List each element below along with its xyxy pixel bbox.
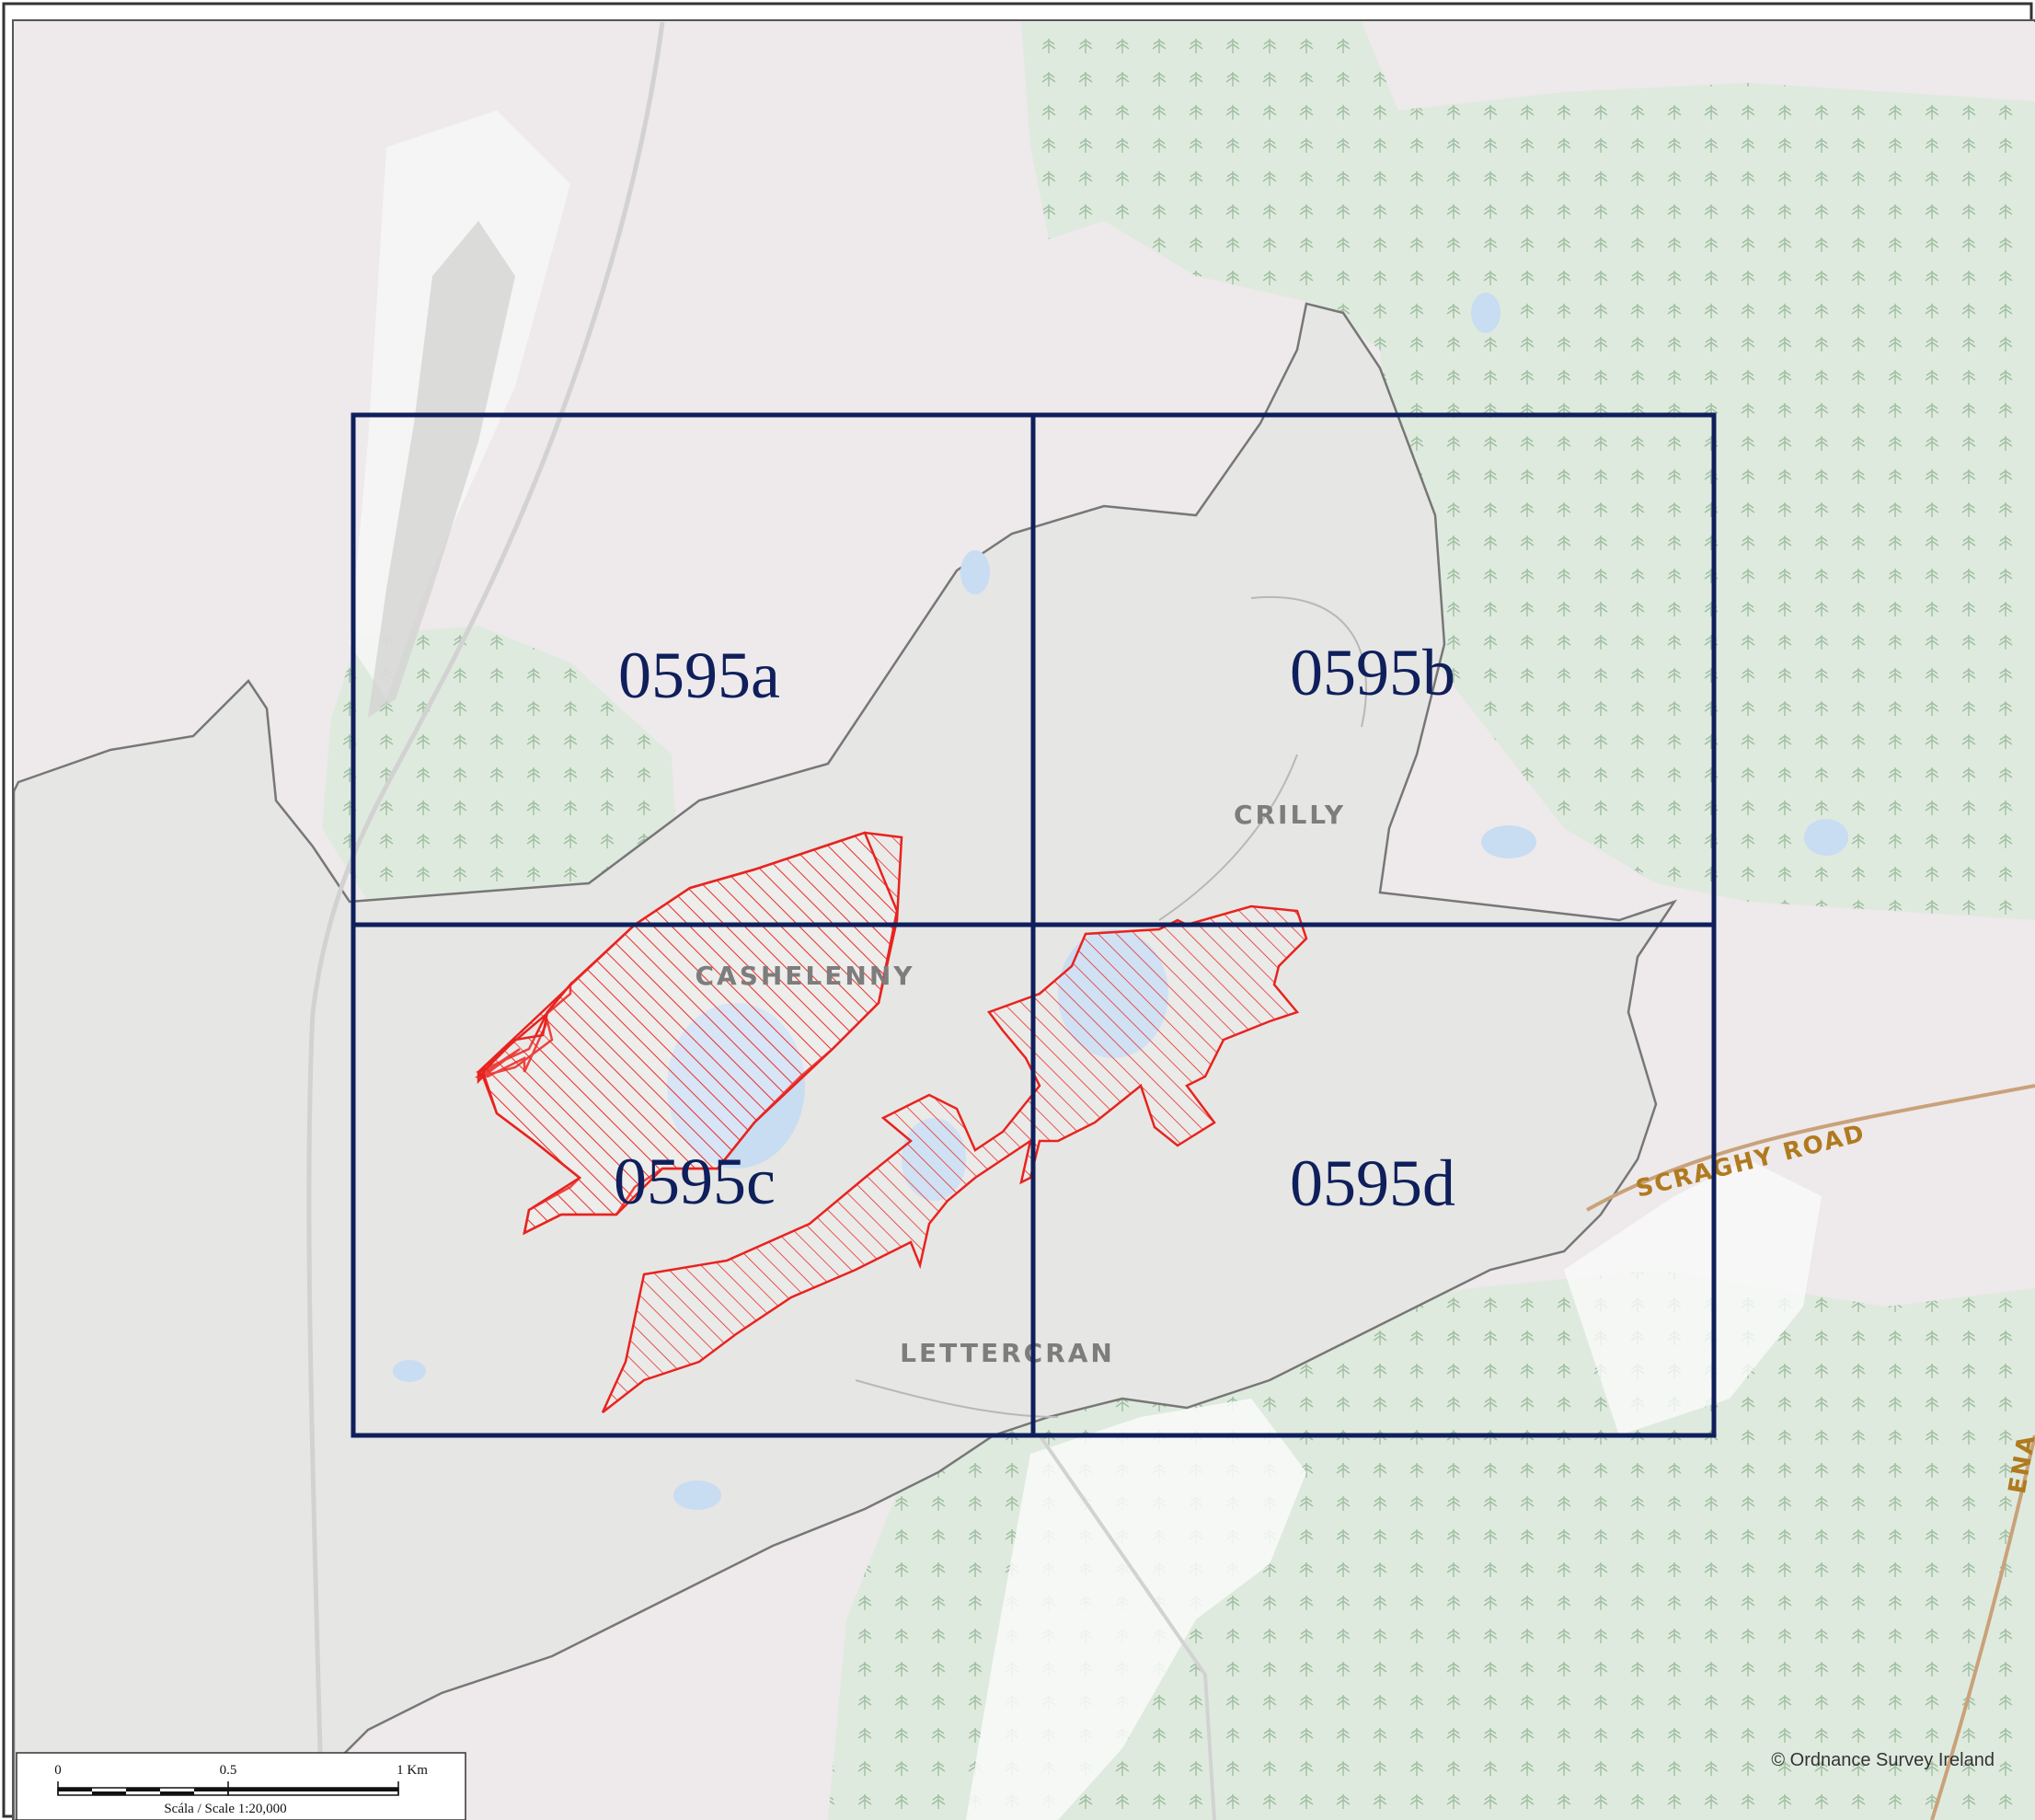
lake-5 — [673, 1480, 721, 1510]
place-label-lettercran: LETTERCRAN — [900, 1338, 1115, 1368]
hillshade-south — [966, 1399, 1306, 1820]
track-2 — [1158, 754, 1298, 921]
scale-bar-box — [16, 1752, 466, 1820]
hatched-area-south-east — [601, 904, 1308, 1413]
scale-tick-half: 0.5 — [220, 1763, 237, 1778]
scale-tick-one: 1 Km — [397, 1763, 428, 1778]
tile-label-0595a[interactable]: 0595a — [618, 639, 780, 712]
lake-2 — [1471, 293, 1500, 333]
lake-3 — [1481, 825, 1536, 858]
place-label-crilly: CRILLY — [1234, 800, 1346, 830]
tile-label-0595d[interactable]: 0595d — [1290, 1146, 1455, 1220]
hillshade-east — [1564, 1159, 1822, 1435]
tile-label-0595b[interactable]: 0595b — [1290, 636, 1455, 709]
road-west — [306, 22, 665, 1820]
tile-grid — [351, 412, 1717, 1438]
scale-caption: Scála / Scale 1:20,000 — [164, 1802, 286, 1816]
lake-4 — [1804, 819, 1848, 856]
forest-west — [322, 626, 681, 929]
scale-bar: 0 0.5 1 Km Scála / Scale 1:20,000 — [16, 1752, 466, 1820]
tile-label-0595c[interactable]: 0595c — [614, 1145, 776, 1218]
lake-1 — [960, 550, 990, 594]
copyright-text: © Ordnance Survey Ireland — [1771, 1750, 1995, 1770]
scale-tick-0: 0 — [54, 1763, 62, 1778]
place-label-cashelenny: CASHELENNY — [695, 961, 914, 991]
track-1 — [1250, 595, 1367, 728]
designated-areas[interactable] — [474, 831, 1308, 1413]
lake-6 — [393, 1360, 426, 1382]
land-grey — [14, 302, 1678, 1820]
road-south — [1038, 1434, 1216, 1820]
road-scraghy — [1586, 1084, 2035, 1212]
forest-north-east — [1021, 22, 2035, 920]
road-east — [1930, 1434, 2035, 1820]
ridge-shadow — [368, 221, 515, 718]
hatched-area-north-west — [481, 831, 899, 1236]
